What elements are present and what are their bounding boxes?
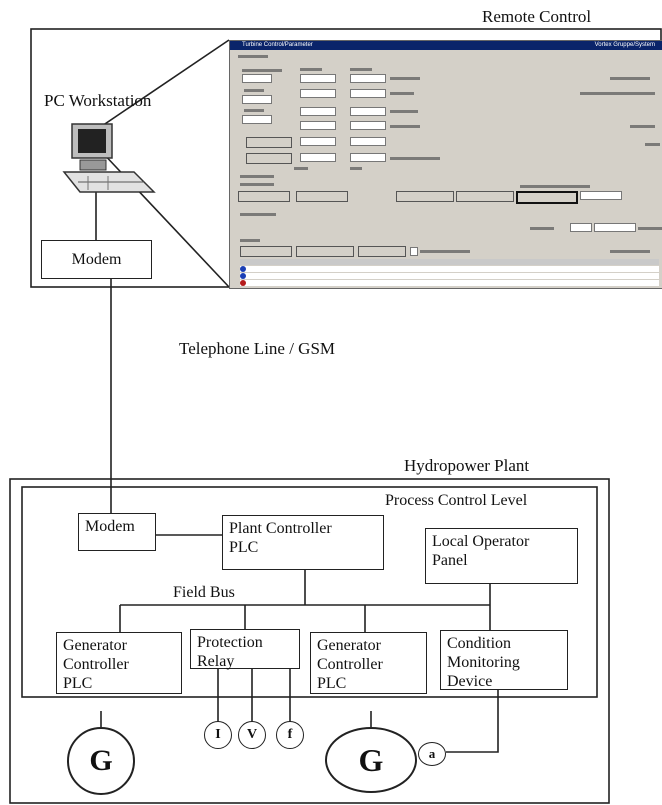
window-title: Turbine Control/Parameter — [242, 42, 313, 48]
frequency-sensor: f — [276, 721, 304, 749]
relay-label: Relay — [197, 653, 235, 670]
generator-controller-2-box: Generator Controller PLC — [310, 632, 427, 694]
condition-monitoring-box: Condition Monitoring Device — [440, 630, 568, 690]
generator-controller-1-box: Generator Controller PLC — [56, 632, 182, 694]
plant-controller-label: Plant Controller — [229, 520, 332, 537]
gen-controller-1-line2: Controller — [63, 656, 129, 673]
condition-label: Condition — [447, 635, 512, 652]
plant-modem-label: Modem — [85, 518, 135, 535]
local-operator-label: Local Operator — [432, 533, 530, 550]
pc-workstation-label: PC Workstation — [44, 91, 152, 110]
accelerometer-sensor: a — [418, 742, 446, 766]
monitoring-label: Monitoring — [447, 654, 520, 671]
gen-controller-2-line2: Controller — [317, 656, 383, 673]
turbine-control-window: Turbine Control/Parameter Vortex Gruppe/… — [229, 40, 662, 289]
window-titlebar: Turbine Control/Parameter Vortex Gruppe/… — [230, 41, 662, 50]
plant-controller-box: Plant Controller PLC — [222, 515, 384, 570]
process-control-level-label: Process Control Level — [385, 492, 528, 509]
panel-label: Panel — [432, 552, 468, 569]
window-title-right: Vortex Gruppe/System — [594, 42, 655, 48]
monitor-sensor-link — [446, 690, 499, 753]
gen-controller-1-line1: Generator — [63, 637, 127, 654]
remote-modem-label: Modem — [71, 251, 122, 268]
generator-1-icon: G — [67, 727, 135, 795]
protection-label: Protection — [197, 634, 263, 651]
telephone-line-label: Telephone Line / GSM — [179, 339, 336, 358]
gen-controller-2-line1: Generator — [317, 637, 381, 654]
voltage-sensor: V — [238, 721, 266, 749]
current-sensor: I — [204, 721, 232, 749]
protection-relay-box: Protection Relay — [190, 629, 300, 670]
gen-controller-2-line3: PLC — [317, 675, 347, 692]
remote-control-title: Remote Control — [482, 7, 592, 26]
plant-controller-plc-label: PLC — [229, 539, 259, 556]
device-label: Device — [447, 673, 493, 690]
process-control-frame — [21, 486, 598, 698]
zoom-line-top — [95, 39, 230, 131]
local-operator-panel-box: Local Operator Panel — [425, 528, 578, 584]
remote-modem-box: Modem — [41, 240, 152, 279]
hydropower-plant-frame — [9, 478, 610, 804]
generator-2-icon: G — [325, 727, 417, 793]
pc-workstation-icon — [58, 118, 158, 200]
plant-modem-box: Modem — [78, 513, 156, 551]
hydropower-plant-title: Hydropower Plant — [404, 456, 530, 475]
field-bus-label: Field Bus — [173, 584, 235, 601]
gen-controller-1-line3: PLC — [63, 675, 93, 692]
